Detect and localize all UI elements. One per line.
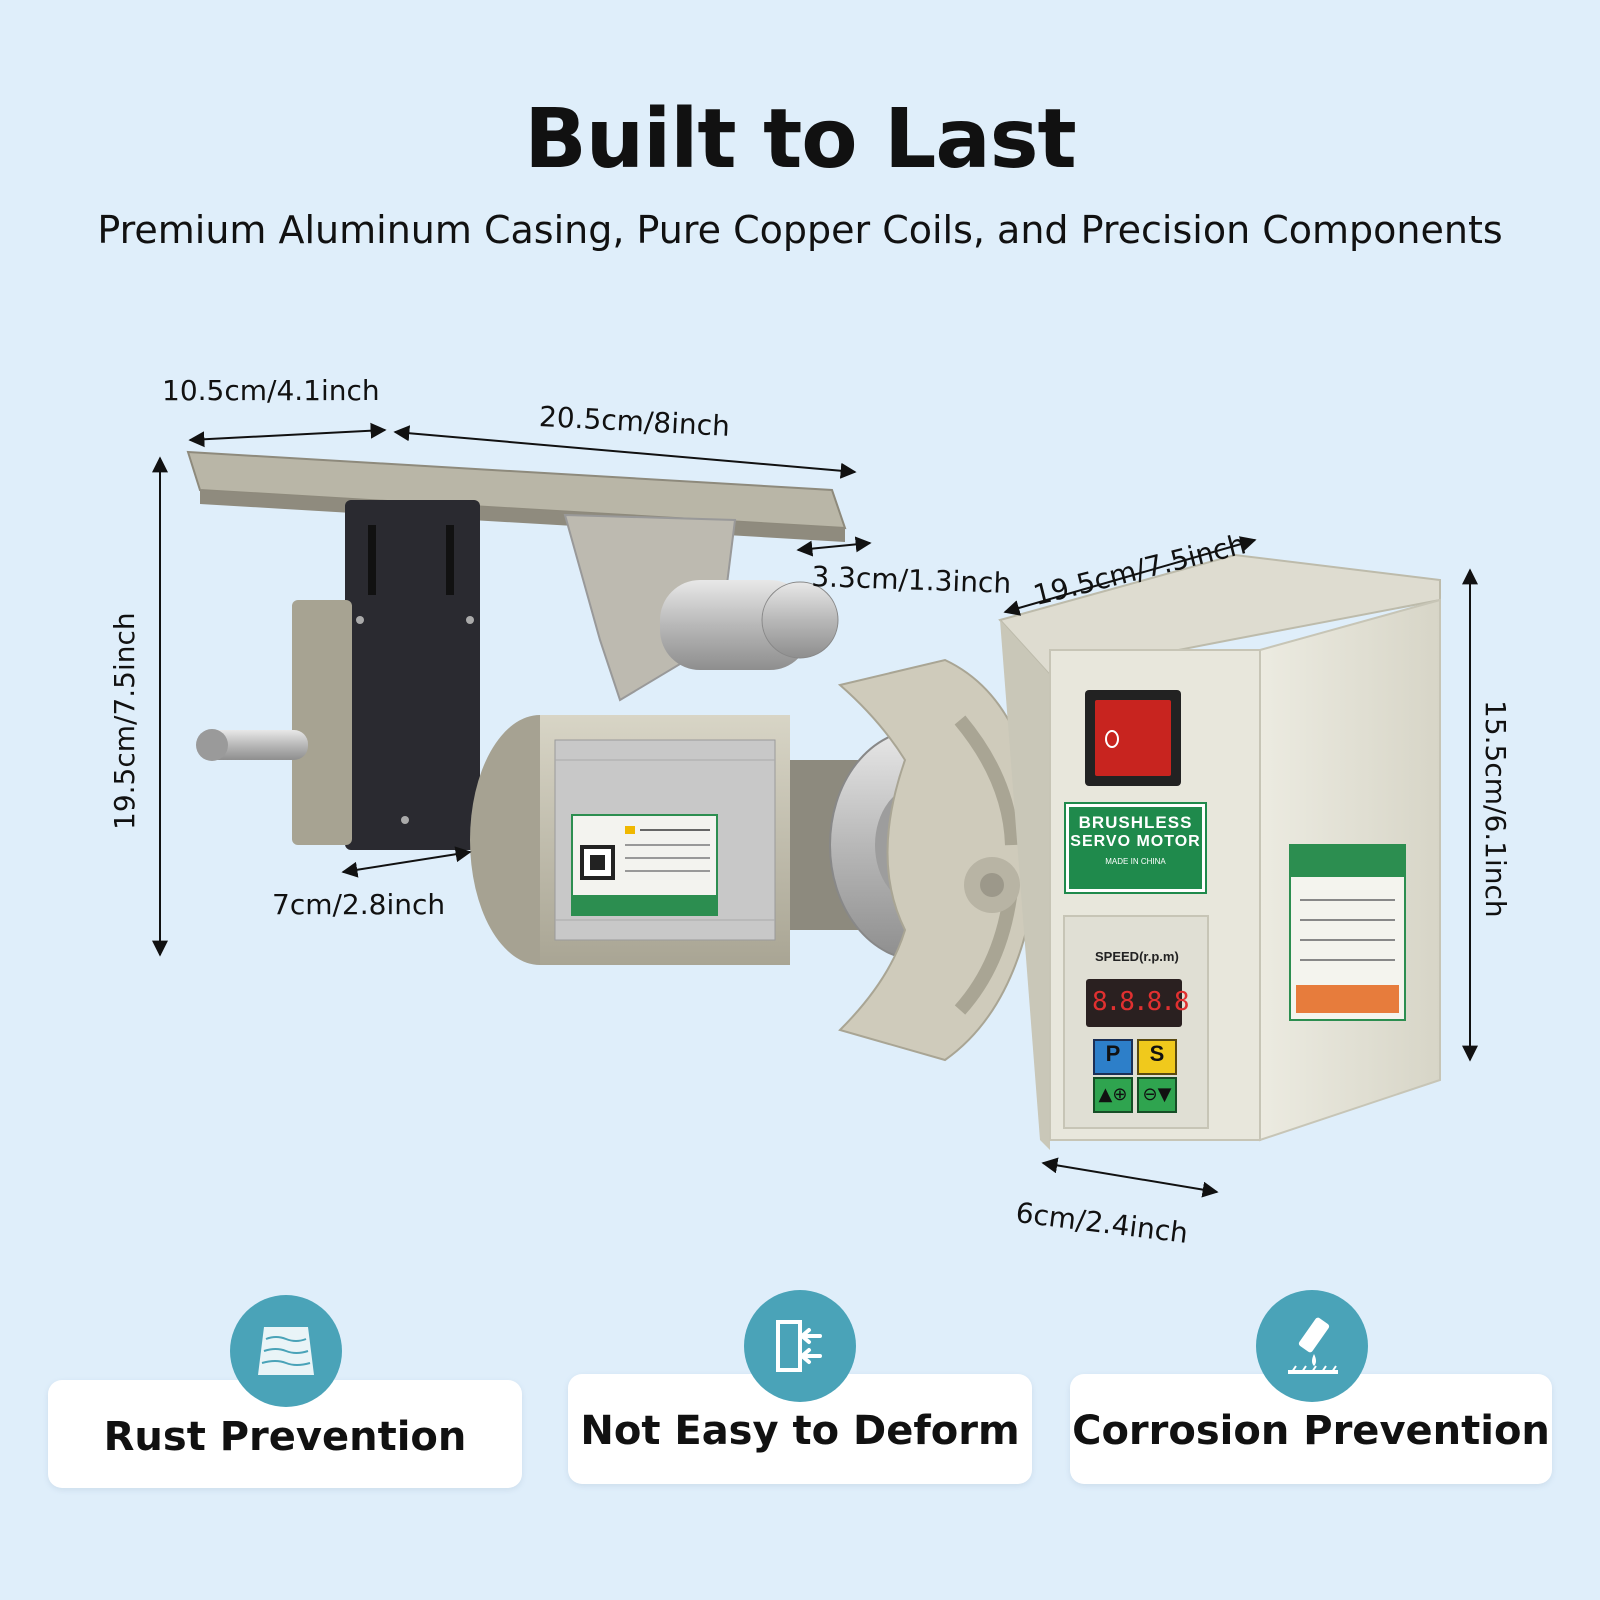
brand-line1: BRUSHLESS	[1078, 813, 1193, 832]
feature-label: Corrosion Prevention	[1072, 1408, 1550, 1454]
dim-plate-width: 10.5cm/4.1inch	[162, 374, 380, 407]
hanger-arm	[563, 513, 839, 702]
up-plus-button: ▲⊕	[1093, 1077, 1133, 1113]
power-switch	[1085, 690, 1181, 786]
dim-offset: 3.3cm/1.3inch	[810, 560, 1012, 600]
arrow-plate-length	[393, 425, 857, 479]
arrow-box-width	[1041, 1157, 1219, 1198]
page-title: Built to Last	[524, 92, 1077, 187]
rust-plate-icon	[230, 1295, 342, 1407]
corrosion-drop-icon	[1256, 1290, 1368, 1402]
feature-card-rust: Rust Prevention	[48, 1380, 522, 1488]
made-in-label: MADE IN CHINA	[1105, 857, 1166, 866]
arrow-box-length	[1003, 536, 1257, 616]
bracket-plate	[345, 500, 480, 850]
speed-readout: 8.8.8.8	[1092, 987, 1190, 1017]
speed-panel: SPEED(r.p.m) 8.8.8.8 P S ▲⊕ ⊖▼	[1063, 915, 1209, 1129]
arrow-offset	[796, 536, 872, 557]
brand-line2: SERVO MOTOR	[1070, 833, 1201, 850]
dim-bracket: 7cm/2.8inch	[272, 888, 446, 921]
down-minus-button: ⊖▼	[1137, 1077, 1177, 1113]
pulley-cover	[829, 658, 1042, 1062]
feature-card-corrosion: Corrosion Prevention	[1070, 1374, 1552, 1484]
s-button: S	[1137, 1039, 1177, 1075]
dim-box-height: 15.5cm/6.1inch	[1479, 700, 1512, 918]
sensor-lever	[196, 600, 352, 845]
arrow-bracket	[341, 846, 472, 878]
dim-height-total: 19.5cm/7.5inch	[108, 612, 141, 830]
arrow-plate-width	[188, 422, 387, 448]
speed-display: 8.8.8.8	[1086, 979, 1190, 1027]
speed-label: SPEED(r.p.m)	[1095, 949, 1179, 964]
page-subtitle: Premium Aluminum Casing, Pure Copper Coi…	[97, 208, 1503, 252]
deform-arrows-icon	[744, 1290, 856, 1402]
p-button: P	[1093, 1039, 1133, 1075]
brand-plate: BRUSHLESS SERVO MOTOR MADE IN CHINA	[1066, 804, 1205, 892]
feature-label: Rust Prevention	[103, 1414, 467, 1460]
feature-label: Not Easy to Deform	[580, 1408, 1020, 1454]
